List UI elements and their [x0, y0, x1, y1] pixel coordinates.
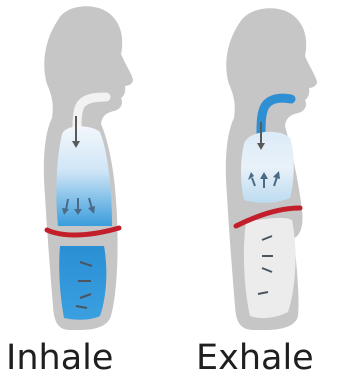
inhale-figure [44, 6, 133, 330]
exhale-caption: Exhale [196, 341, 314, 376]
exhale-figure [226, 8, 317, 330]
inhale-caption: Inhale [6, 341, 113, 376]
inhale-abdomen [59, 246, 106, 320]
exhale-abdomen [244, 218, 296, 318]
exhale-lung-cavity [241, 132, 294, 203]
